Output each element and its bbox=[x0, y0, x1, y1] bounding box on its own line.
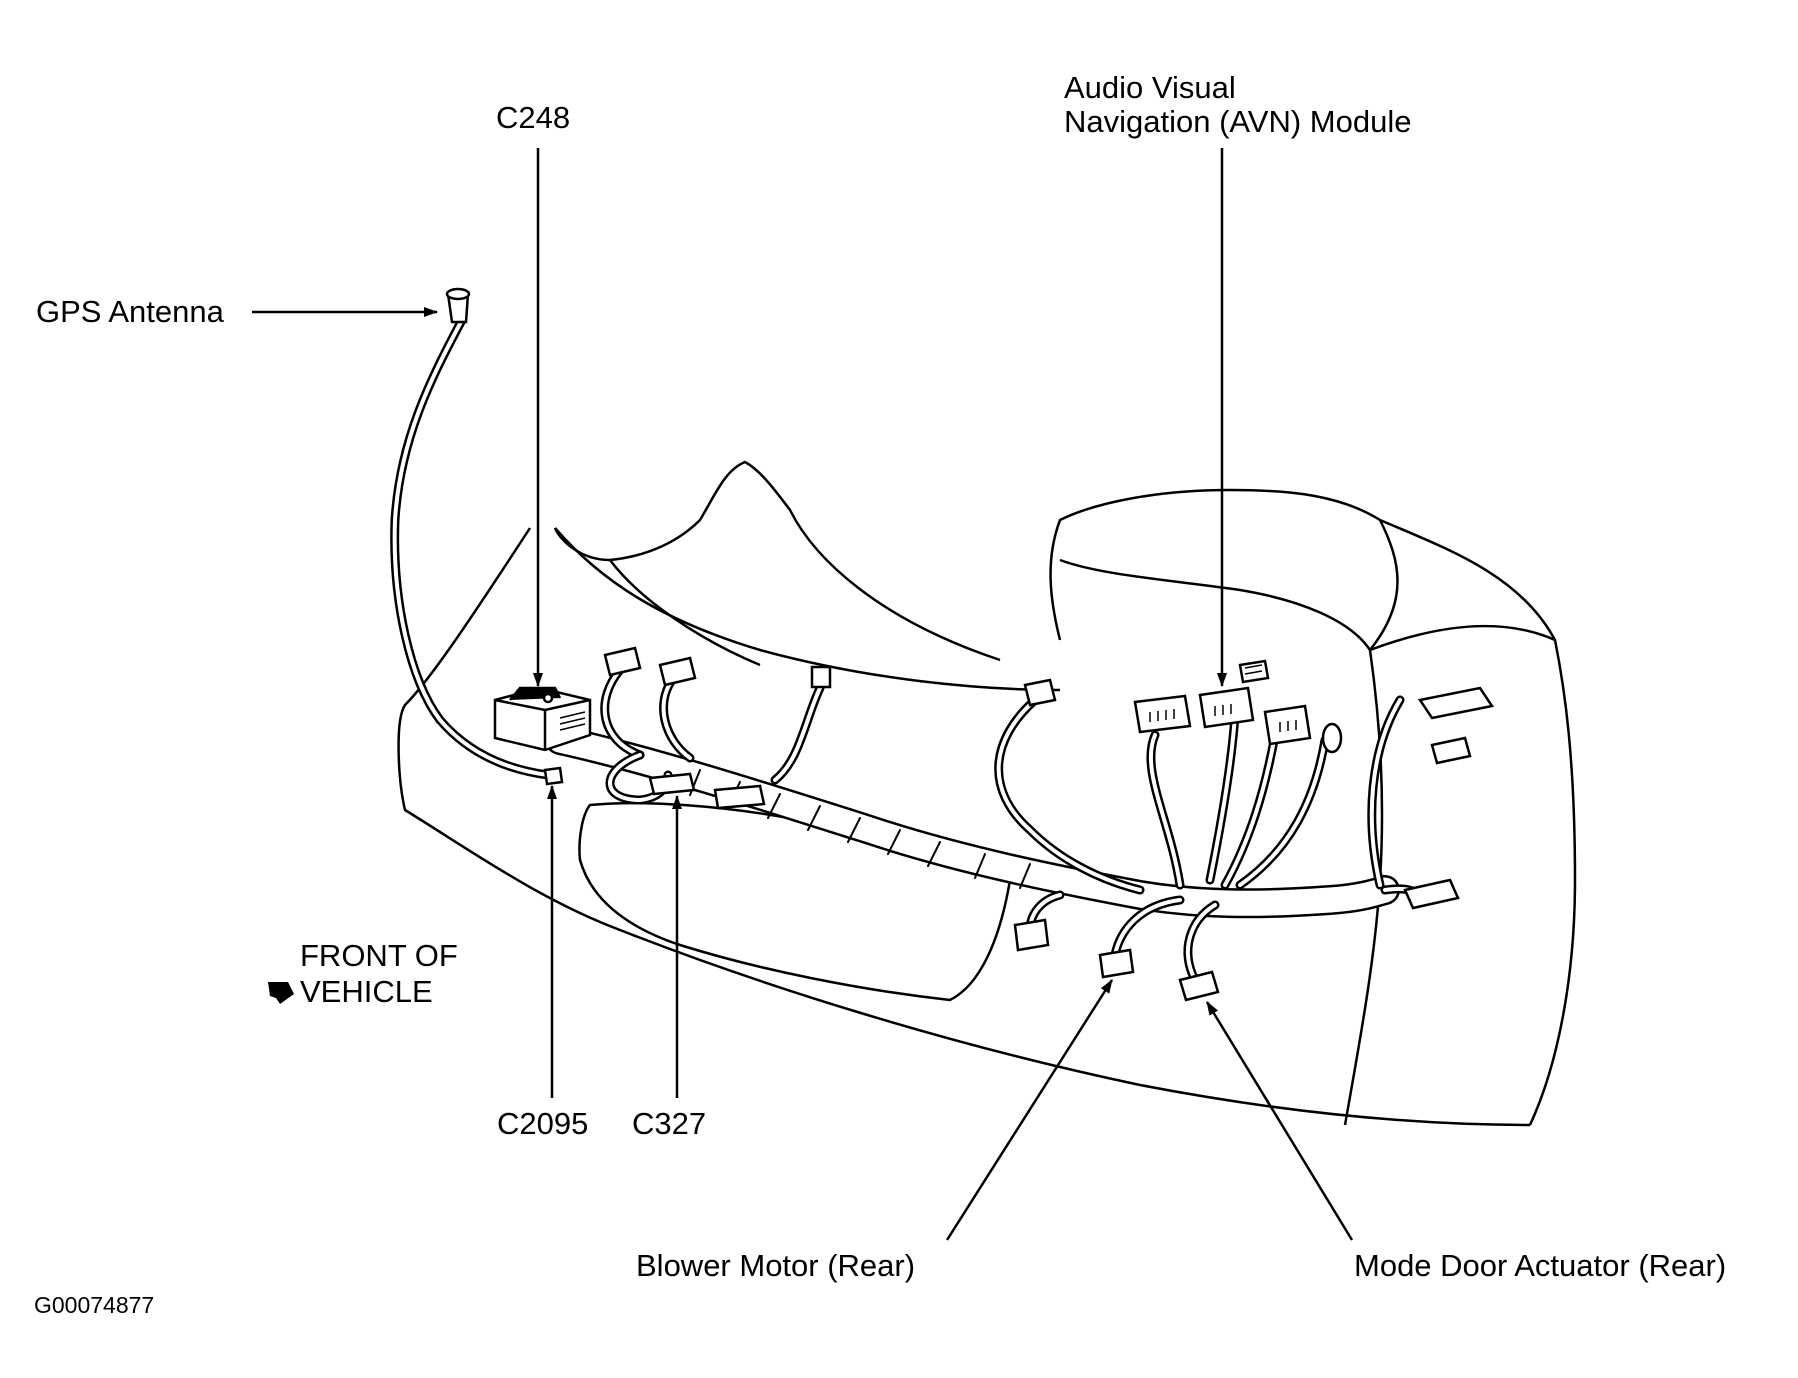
gps-antenna-label: GPS Antenna bbox=[36, 294, 224, 329]
blower-motor-label: Blower Motor (Rear) bbox=[636, 1248, 916, 1283]
left-connectors bbox=[543, 646, 832, 810]
mode-door-leader bbox=[1205, 1001, 1354, 1241]
figure-id-label: G00074877 bbox=[34, 1292, 155, 1318]
front-of-vehicle-label-line2: VEHICLE bbox=[300, 974, 433, 1009]
gps-antenna bbox=[445, 287, 471, 324]
c248-label: C248 bbox=[496, 100, 571, 135]
left-branches bbox=[600, 665, 825, 805]
avn-connectors bbox=[1013, 659, 1495, 1002]
center-branches bbox=[994, 695, 1425, 985]
avn-module-label-line1: Audio Visual bbox=[1064, 70, 1236, 105]
front-direction-icon bbox=[268, 982, 294, 1004]
mode-door-actuator-label: Mode Door Actuator (Rear) bbox=[1354, 1248, 1727, 1283]
c2095-label: C2095 bbox=[497, 1106, 589, 1141]
avn-module-label-line2: Navigation (AVN) Module bbox=[1064, 104, 1412, 139]
instrument-panel-outline bbox=[397, 460, 1577, 1127]
gps-antenna-cable bbox=[390, 315, 553, 780]
main-harness-trunk bbox=[545, 725, 1400, 919]
c327-label: C327 bbox=[632, 1106, 707, 1141]
c248-connector bbox=[493, 686, 592, 752]
avn-connector-pins bbox=[1149, 664, 1297, 732]
front-of-vehicle-label-line1: FRONT OF bbox=[300, 938, 458, 973]
leader-arrows bbox=[252, 148, 1354, 1241]
blower-motor-leader bbox=[945, 979, 1114, 1241]
